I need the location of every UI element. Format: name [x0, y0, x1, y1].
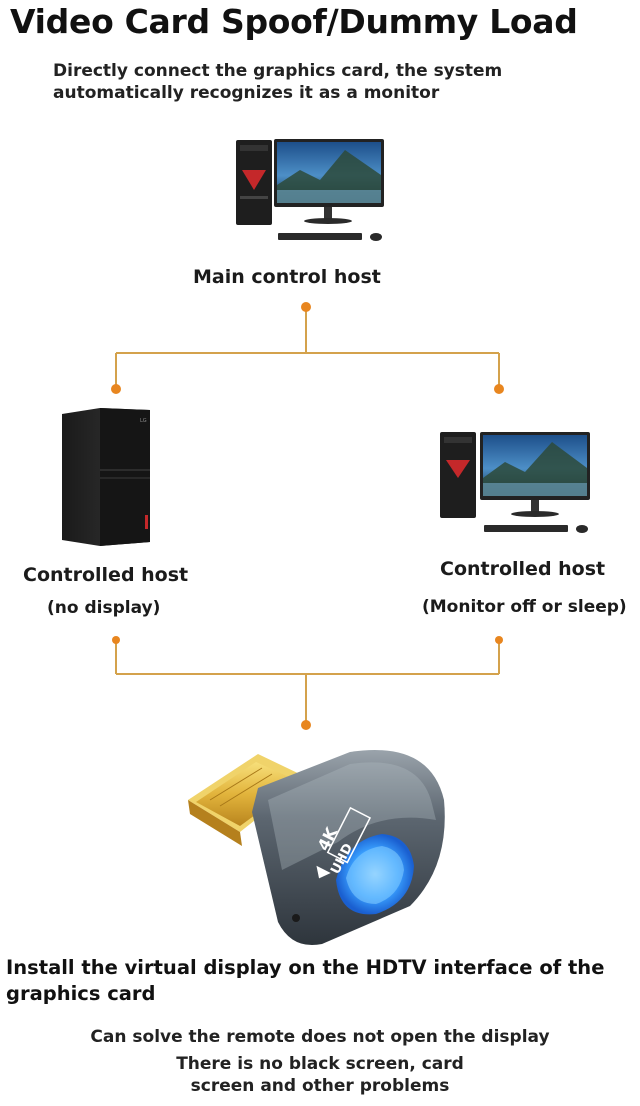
install-caption: Install the virtual display on the HDTV …	[6, 955, 636, 1007]
subtitle-line: Directly connect the graphics card, the …	[53, 61, 503, 81]
desktop-pc-icon	[440, 432, 590, 533]
main-host-label: Main control host	[193, 266, 381, 288]
note-line: There is no black screen, card	[176, 1054, 464, 1074]
bottom-connector	[115, 640, 500, 724]
connector-dot	[301, 302, 311, 312]
top-connector	[115, 307, 500, 388]
hdmi-dummy-plug-icon: 4K UHD	[188, 750, 445, 946]
controlled-host-left-sublabel: (no display)	[47, 598, 161, 618]
page-title: Video Card Spoof/Dummy Load	[10, 2, 578, 41]
connector-dot	[111, 384, 121, 394]
desktop-pc-icon	[236, 139, 384, 241]
controlled-host-right-sublabel: (Monitor off or sleep)	[422, 597, 627, 617]
subtitle: Directly connect the graphics card, the …	[53, 60, 502, 104]
install-line: Install the virtual display on the HDTV …	[6, 956, 605, 979]
subtitle-line: automatically recognizes it as a monitor	[53, 83, 440, 103]
note-line: Can solve the remote does not open the d…	[90, 1027, 550, 1047]
connector-dot	[112, 636, 120, 644]
connector-dot	[494, 384, 504, 394]
connector-dot	[301, 720, 311, 730]
install-line: graphics card	[6, 982, 156, 1005]
controlled-host-left-label: Controlled host	[23, 564, 189, 586]
svg-text:LG: LG	[140, 418, 147, 424]
tower-pc-icon: LG	[62, 408, 150, 546]
connector-dot	[495, 636, 503, 644]
note-line: screen and other problems	[190, 1076, 450, 1096]
controlled-host-right-label: Controlled host	[440, 558, 606, 580]
